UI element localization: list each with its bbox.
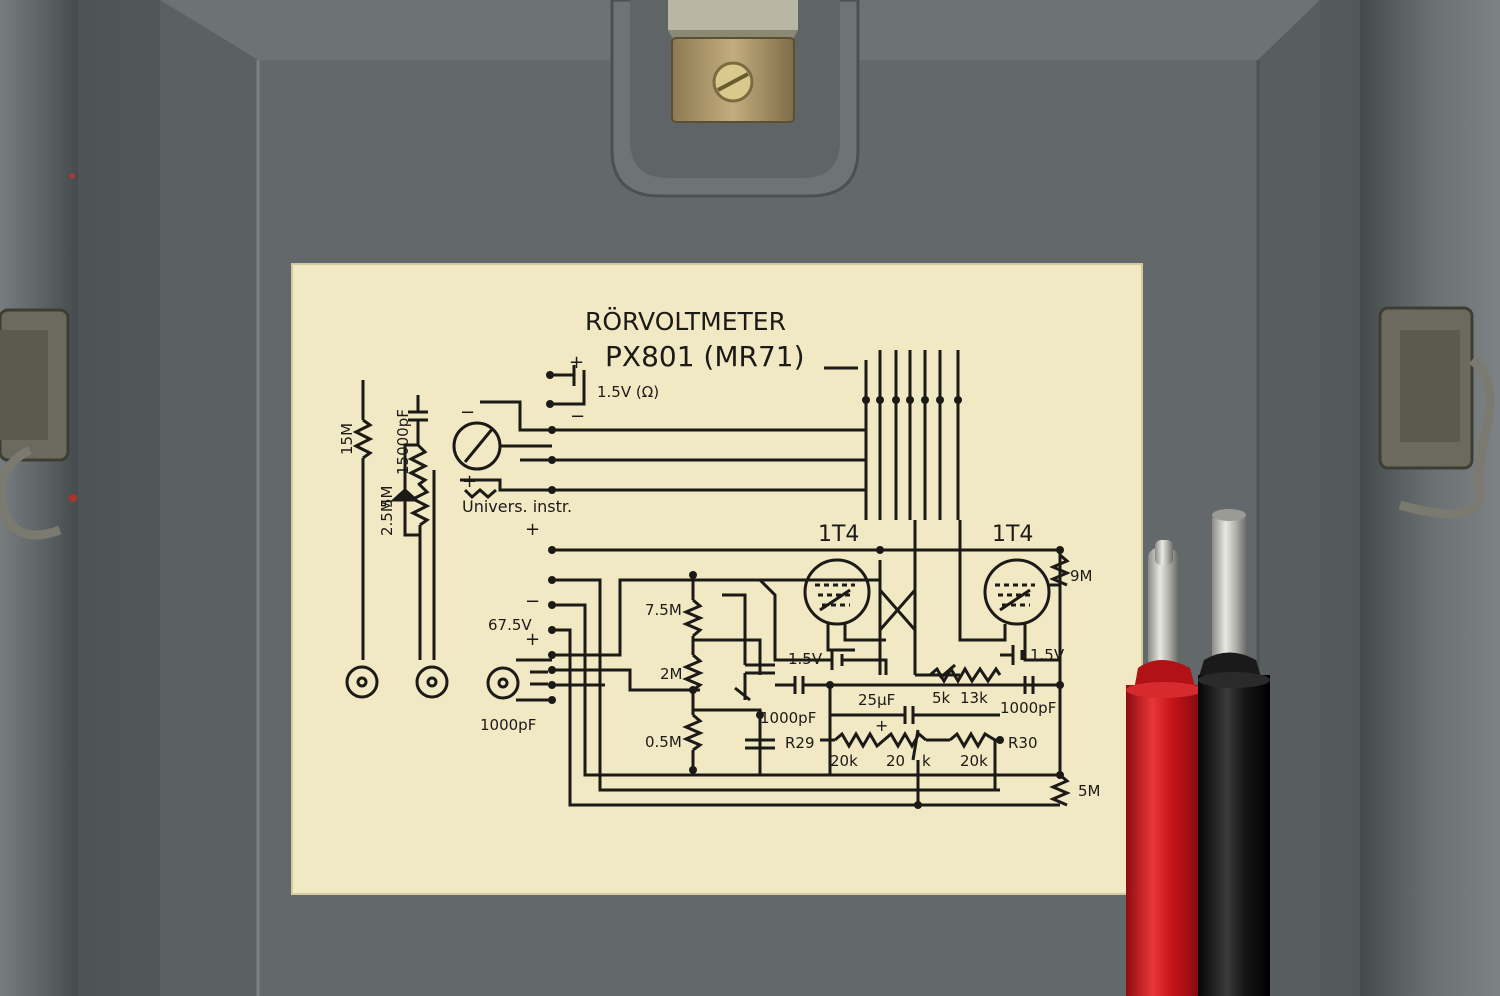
schematic-title: RÖRVOLTMETER	[585, 307, 786, 336]
divider-0-5m-label: 0.5M	[645, 733, 682, 751]
resistor-5k-label: 5k	[932, 689, 951, 707]
meter-label: Univers. instr.	[462, 497, 572, 516]
divider-2m-label: 2M	[660, 665, 683, 683]
battery-right-label: 1.5V	[1030, 646, 1065, 664]
resistor-20k-b-unit: k	[922, 752, 931, 770]
resistor-9m-label: 9M	[1070, 567, 1093, 585]
case-rim-left	[0, 0, 78, 996]
terminal-plus-label: +	[525, 519, 540, 540]
tube-right-label: 1T4	[992, 522, 1033, 547]
latch-right	[1378, 306, 1495, 519]
left-resistor-5m-label: 5M	[378, 486, 396, 509]
center-cap-1000pf-label: 1000pF	[760, 709, 816, 727]
left-resistor-15m-label: 15M	[338, 423, 356, 455]
cap-right-1000pf-label: 1000pF	[1000, 699, 1056, 717]
divider-7-5m-label: 7.5M	[645, 601, 682, 619]
circuit-junctions	[546, 371, 1064, 809]
battery-plus-label: +	[569, 352, 584, 373]
supply-voltage-label: 67.5V	[488, 616, 532, 634]
left-cap-15000pf-label: 15000pF	[394, 409, 412, 475]
meter-plus-label: +	[462, 471, 477, 492]
circuit-wiring	[345, 350, 1071, 807]
resistor-20k-b-label: 20	[886, 752, 905, 770]
cap-25uf-label: 25µF	[858, 691, 895, 709]
resistor-r30-label: R30	[1008, 734, 1038, 752]
resistor-20k-a-label: 20k	[830, 752, 858, 770]
resistor-5m-label: 5M	[1078, 782, 1101, 800]
left-resistor-2-5m-label: 2.5M	[378, 499, 396, 536]
supply-minus-label: −	[525, 591, 540, 612]
latch-left	[0, 308, 70, 540]
meter-minus-label: −	[460, 402, 475, 423]
supply-plus-label: +	[525, 629, 540, 650]
resistor-r29-label: R29	[785, 734, 815, 752]
battery-minus-label: −	[570, 406, 585, 427]
input-cap-label: 1000pF	[480, 716, 536, 734]
red-probe	[1126, 540, 1202, 996]
black-probe	[1198, 509, 1270, 996]
battery-voltage-label: 1.5V (Ω)	[597, 383, 659, 401]
lid-clip	[610, 0, 860, 198]
schematic-card: RÖRVOLTMETER PX801 (MR71) + 1.5V (Ω) − −…	[291, 263, 1143, 895]
battery-left-label: 1.5V	[788, 650, 823, 668]
resistor-13k-label: 13k	[960, 689, 988, 707]
resistor-20k-c-label: 20k	[960, 752, 988, 770]
schematic-model: PX801 (MR71)	[605, 340, 805, 373]
cap-25uf-plus: +	[875, 716, 888, 735]
tube-left-label: 1T4	[818, 522, 859, 547]
